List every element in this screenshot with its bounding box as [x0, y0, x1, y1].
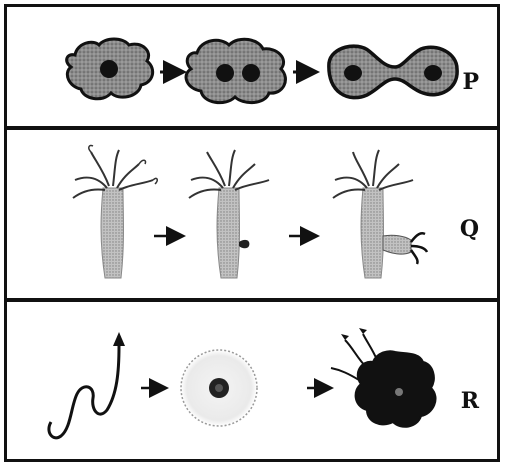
panel-r: R — [7, 302, 497, 460]
panel-p: P — [7, 7, 497, 126]
hydra-small-bud — [189, 150, 269, 278]
panel-label-r: R — [461, 388, 479, 414]
amoeba-single-nucleus — [67, 39, 153, 99]
amoeba-dividing — [329, 46, 457, 98]
panel-p-illustration — [7, 7, 497, 126]
egg-with-sperm — [331, 328, 436, 427]
panel-q: Q — [7, 130, 497, 298]
panel-label-q: Q — [460, 216, 479, 242]
egg — [181, 350, 257, 426]
hydra — [73, 145, 157, 278]
panel-label-p: P — [462, 69, 479, 95]
panel-q-illustration — [7, 130, 497, 298]
hydra-grown-bud — [333, 150, 427, 278]
panel-r-illustration — [7, 302, 497, 460]
amoeba-two-nuclei — [186, 39, 285, 102]
sperm — [49, 332, 125, 438]
